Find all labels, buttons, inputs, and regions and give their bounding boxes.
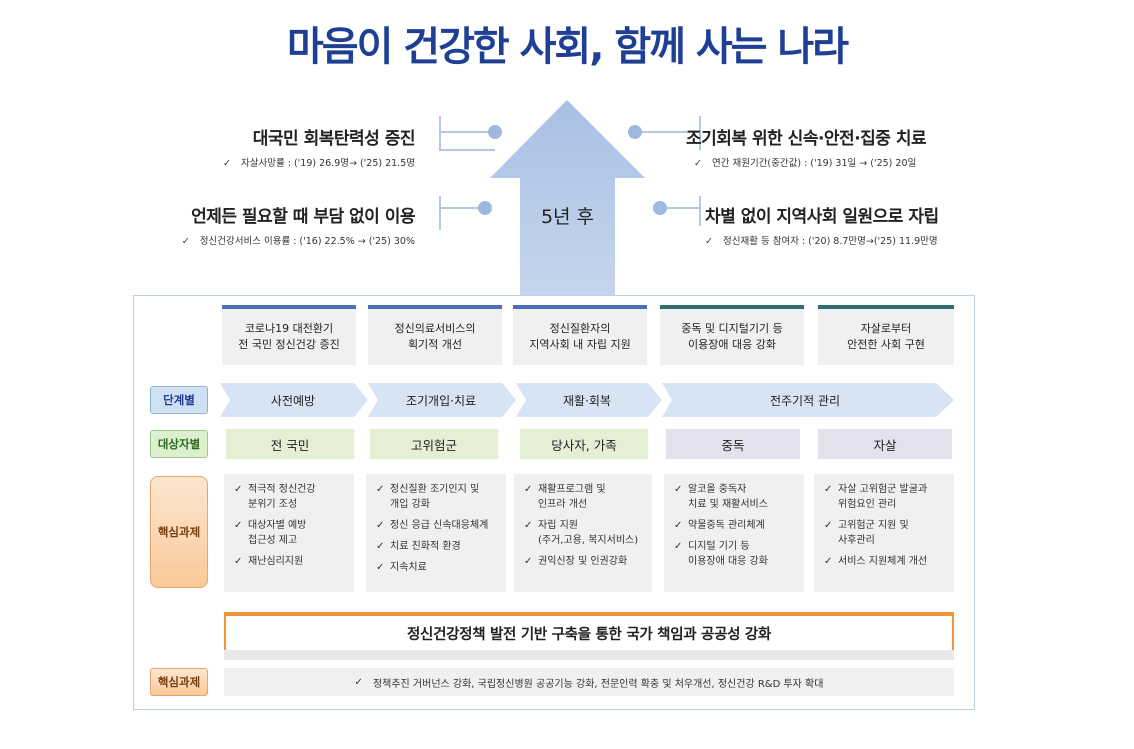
stage-prevention: 사전예방 [270, 393, 316, 408]
core-tasks-label: 핵심과제 [150, 476, 208, 588]
goal-title: 차별 없이 지역사회 일원으로 자립 [705, 207, 939, 227]
check-icon: ✓ [376, 520, 385, 531]
foundation-tasks-text: 정책추진 거버넌스 강화, 국립정신병원 공공기능 강화, 전문인력 확충 및 … [372, 678, 824, 690]
check-icon: ✓ [524, 484, 533, 495]
strategy-column-header: 정신의료서비스의 획기적 개선 [368, 305, 502, 365]
list-item: ✓정신질환 조기인지 및 개입 강화 [376, 484, 480, 510]
list-item: ✓지속치료 [376, 562, 427, 573]
stage-lifecycle: 전주기적 관리 [769, 393, 841, 408]
check-icon: ✓ [234, 520, 243, 531]
task-list: ✓자살 고위험군 발굴과 위험요인 관리 ✓고위험군 지원 및 사후관리 ✓서비… [814, 474, 954, 592]
check-icon: ✓ [824, 520, 833, 531]
target-high-risk: 고위험군 [370, 429, 498, 459]
goal-indicator: 연간 재원기간(중간값) : ('19) 31일 → ('25) 20일 [711, 158, 917, 169]
list-item: ✓서비스 지원체계 개선 [824, 556, 928, 567]
goal-2: 언제든 필요할 때 부담 없이 이용 ✓ 정신건강서비스 이용률 : ('16) … [120, 202, 416, 247]
goal-4: 차별 없이 지역사회 일원으로 자립 ✓ 정신재활 등 참여자 : ('20) 8… [705, 202, 985, 247]
task-list: ✓알코올 중독자 치료 및 재활서비스 ✓약물중독 관리체계 ✓디지털 기기 등… [664, 474, 804, 592]
core-tasks-label-bottom: 핵심과제 [150, 668, 208, 696]
check-icon: ✓ [824, 484, 833, 495]
list-item: ✓자립 지원 (주거,고용, 복지서비스) [524, 520, 639, 546]
goal-indicator: 정신재활 등 참여자 : ('20) 8.7만명→('25) 11.9만명 [722, 236, 938, 247]
check-icon: ✓ [234, 484, 243, 495]
check-icon: ✓ [705, 236, 713, 247]
strategy-column-header: 중독 및 디지털기기 등 이용장애 대응 강화 [660, 305, 804, 365]
check-icon: ✓ [354, 676, 363, 688]
list-item: ✓자살 고위험군 발굴과 위험요인 관리 [824, 484, 928, 510]
check-icon: ✓ [674, 520, 683, 531]
foundation-tasks: ✓ 정책추진 거버넌스 강화, 국립정신병원 공공기능 강화, 전문인력 확충 … [224, 668, 954, 696]
upward-arrow [490, 100, 645, 305]
stage-label: 단계별 [150, 386, 208, 414]
list-item: ✓치료 친화적 환경 [376, 541, 461, 552]
strategy-column-header: 자살로부터 안전한 사회 구현 [818, 305, 954, 365]
check-icon: ✓ [674, 541, 683, 552]
page-title: 마음이 건강한 사회, 함께 사는 나라 [286, 24, 849, 70]
target-addiction: 중독 [666, 429, 800, 459]
list-item: ✓재난심리지원 [234, 556, 304, 567]
check-icon: ✓ [524, 556, 533, 567]
list-item: ✓알코올 중독자 치료 및 재활서비스 [674, 484, 768, 510]
list-item: ✓정신 응급 신속대응체계 [376, 520, 489, 531]
goal-indicator: 자살사망률 : ('19) 26.9명→ ('25) 21.5명 [241, 158, 415, 169]
list-item: ✓약물중독 관리체계 [674, 520, 765, 531]
list-item: ✓재활프로그램 및 인프라 개선 [524, 484, 606, 510]
stage-rehabilitation: 재활·회복 [563, 393, 611, 408]
goal-indicator: 정신건강서비스 이용률 : ('16) 22.5% → ('25) 30% [199, 236, 415, 247]
target-all-citizens: 전 국민 [226, 429, 354, 459]
list-item: ✓대상자별 예방 접근성 제고 [234, 520, 307, 546]
foundation-banner: 정신건강정책 발전 기반 구축을 통한 국가 책임과 공공성 강화 [224, 612, 954, 650]
check-icon: ✓ [376, 484, 385, 495]
goal-title: 조기회복 위한 신속·안전·집중 치료 [686, 129, 927, 149]
check-icon: ✓ [376, 562, 385, 573]
target-label: 대상자별 [150, 430, 208, 458]
check-icon: ✓ [181, 236, 190, 247]
check-icon: ✓ [234, 556, 243, 567]
stage-chevrons [220, 383, 954, 417]
strategy-column-header: 정신질환자의 지역사회 내 자립 지원 [513, 305, 647, 365]
list-item: ✓고위험군 지원 및 사후관리 [824, 520, 909, 546]
check-icon: ✓ [694, 158, 702, 169]
list-item: ✓디지털 기기 등 이용장애 대응 강화 [674, 541, 768, 567]
stage-early-intervention: 조기개입·치료 [405, 393, 477, 408]
arrow-label: 5년 후 [540, 206, 595, 228]
task-list: ✓재활프로그램 및 인프라 개선 ✓자립 지원 (주거,고용, 복지서비스) ✓… [514, 474, 652, 592]
goal-3: 조기회복 위한 신속·안전·집중 치료 ✓ 연간 재원기간(중간값) : ('19… [686, 124, 966, 169]
task-list: ✓정신질환 조기인지 및 개입 강화 ✓정신 응급 신속대응체계 ✓치료 친화적… [366, 474, 506, 592]
check-icon: ✓ [524, 520, 533, 531]
check-icon: ✓ [674, 484, 683, 495]
list-item: ✓적극적 정신건강 분위기 조성 [234, 484, 316, 510]
foundation-base [224, 650, 954, 660]
task-list: ✓적극적 정신건강 분위기 조성 ✓대상자별 예방 접근성 제고 ✓재난심리지원 [224, 474, 354, 592]
goal-1: 대국민 회복탄력성 증진 ✓ 자살사망률 : ('19) 26.9명→ ('25)… [150, 124, 415, 169]
goal-title: 대국민 회복탄력성 증진 [252, 129, 416, 149]
target-patients-family: 당사자, 가족 [520, 429, 648, 459]
strategy-column-header: 코로나19 대전환기 전 국민 정신건강 증진 [222, 305, 356, 365]
target-suicide: 자살 [818, 429, 952, 459]
check-icon: ✓ [824, 556, 833, 567]
goal-title: 언제든 필요할 때 부담 없이 이용 [191, 207, 415, 227]
list-item: ✓권익신장 및 인권강화 [524, 556, 628, 567]
goal-connectors [439, 116, 701, 230]
check-icon: ✓ [223, 158, 232, 169]
check-icon: ✓ [376, 541, 385, 552]
